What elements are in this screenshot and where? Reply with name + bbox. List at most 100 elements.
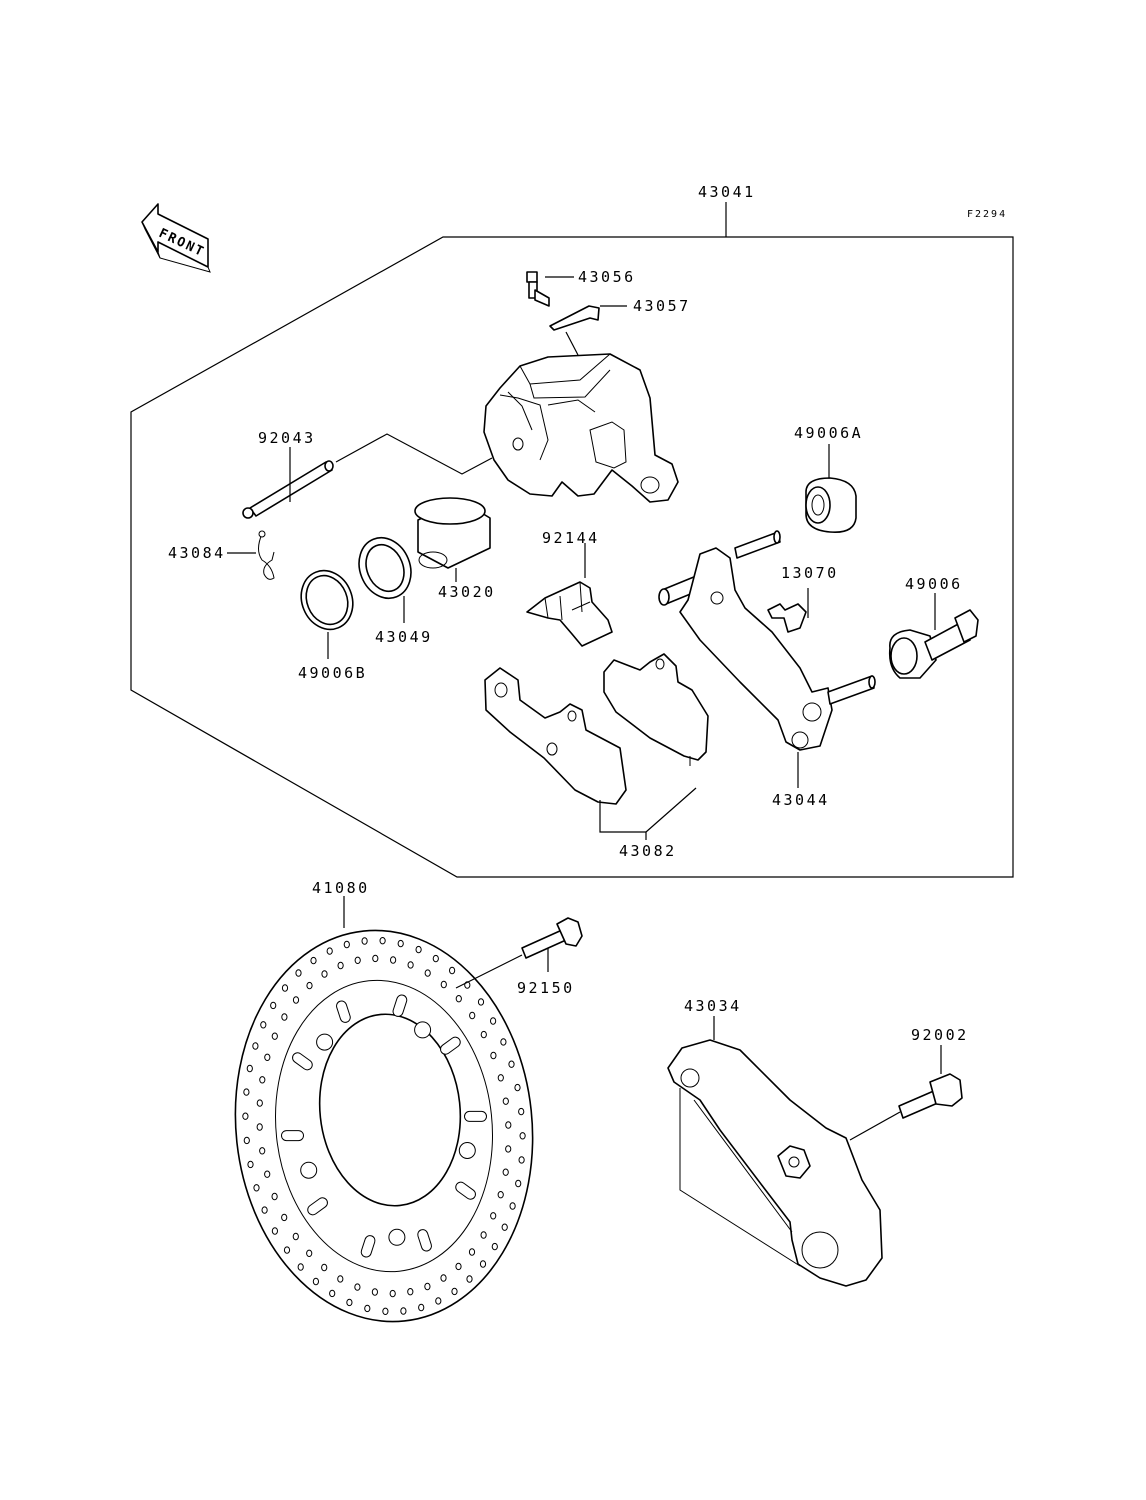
front-arrow-icon: FRONT: [141, 203, 211, 273]
disc-slot: [292, 1052, 313, 1071]
disc-vent-hole: [292, 1232, 299, 1241]
disc-vent-hole: [480, 1030, 487, 1039]
disc-vent-hole: [508, 1060, 515, 1068]
disc-vent-hole: [451, 1287, 458, 1296]
disc-vent-hole: [346, 1298, 353, 1307]
disc-vent-hole: [424, 1282, 431, 1291]
disc-vent-hole: [501, 1223, 508, 1231]
disc-vent-hole: [514, 1083, 521, 1092]
disc-bolt-hole: [414, 1021, 432, 1039]
label-caliper-assembly: 43041: [698, 183, 756, 201]
boot: [888, 609, 979, 679]
disc-vent-hole: [371, 1288, 378, 1296]
disc-vent-hole: [435, 1297, 442, 1305]
label-piston: 43020: [438, 583, 496, 601]
label-boot: 49006: [905, 575, 963, 593]
disc-vent-hole: [418, 1303, 425, 1312]
bleeder-valve: [526, 271, 550, 307]
disc-vent-hole: [337, 961, 344, 970]
disc-vent-hole: [415, 945, 422, 954]
disc-vent-hole: [243, 1088, 250, 1096]
piston-seal: [358, 536, 412, 600]
disc-vent-hole: [295, 969, 302, 977]
disc-slot: [307, 1197, 328, 1216]
disc-vent-hole: [306, 1249, 313, 1258]
label-pad-set: 43082: [619, 842, 677, 860]
disc-vent-hole: [326, 947, 333, 955]
disc-vent-hole: [491, 1242, 498, 1251]
disc-vent-hole: [321, 970, 328, 978]
disc-vent-hole: [259, 1076, 266, 1084]
boot-a: [805, 477, 857, 534]
pad-pin: [242, 460, 334, 519]
disc-vent-hole: [449, 966, 456, 975]
label-disc-bolt: 92150: [517, 979, 575, 997]
disc-slot: [360, 1235, 376, 1258]
figure-code: F2294: [967, 209, 1007, 220]
label-caliper-holder: 43044: [772, 791, 830, 809]
label-caliper-bracket: 43034: [684, 997, 742, 1015]
disc-vent-hole: [440, 980, 447, 989]
disc-vent-hole: [297, 1263, 304, 1271]
label-bracket-bolt: 92002: [911, 1026, 969, 1044]
disc-vent-hole: [407, 1288, 414, 1296]
disc-vent-hole: [479, 1260, 487, 1268]
bracket-bolt: [898, 1073, 963, 1119]
disc-vent-hole: [505, 1121, 512, 1129]
disc-bolt-hole: [316, 1033, 334, 1051]
disc-vent-hole: [400, 1307, 407, 1315]
disc-slot: [417, 1229, 432, 1252]
label-bleeder-cap: 43057: [633, 297, 691, 315]
disc-vent-hole: [271, 1227, 278, 1235]
label-pad-holder-spring: 13070: [781, 564, 839, 582]
disc-slot: [464, 1110, 487, 1122]
disc-vent-hole: [256, 1123, 263, 1131]
disc-vent-hole: [379, 937, 386, 945]
piston: [414, 497, 491, 569]
disc-vent-hole: [455, 1262, 462, 1271]
disc-vent-hole: [469, 1011, 476, 1020]
disc-vent-hole: [518, 1156, 525, 1164]
disc-vent-hole: [264, 1053, 271, 1062]
caliper-body: [483, 331, 679, 503]
disc-vent-hole: [497, 1074, 504, 1082]
disc-vent-hole: [261, 1206, 268, 1214]
disc-vent-hole: [243, 1136, 250, 1145]
disc-vent-hole: [270, 1001, 277, 1010]
disc-vent-hole: [497, 1191, 504, 1199]
disc-vent-hole: [343, 940, 350, 949]
disc-bolt-hole: [388, 1228, 406, 1246]
caliper-bracket: [667, 1039, 883, 1287]
pad-holder-spring: [767, 603, 807, 633]
brake-pad-inner: [603, 653, 709, 766]
disc-vent-hole: [509, 1202, 516, 1210]
label-pin-clip: 43084: [168, 544, 226, 562]
caliper-holder: [658, 530, 876, 751]
disc-vent-hole: [515, 1179, 522, 1188]
dust-seal: [300, 569, 354, 631]
disc-vent-hole: [519, 1132, 526, 1140]
disc-vent-hole: [389, 1289, 396, 1298]
disc-slot: [440, 1036, 461, 1055]
label-pad-pin: 92043: [258, 429, 316, 447]
disc-vent-hole: [382, 1307, 389, 1316]
disc-vent-hole: [468, 1248, 476, 1256]
disc-vent-hole: [397, 939, 404, 948]
disc-vent-hole: [242, 1112, 249, 1120]
disc-vent-hole: [321, 1263, 328, 1272]
disc-vent-hole: [310, 956, 317, 965]
disc-vent-hole: [390, 956, 397, 964]
disc-vent-hole: [477, 998, 485, 1006]
disc-bolt: [521, 917, 583, 959]
disc-vent-hole: [505, 1145, 512, 1153]
disc-vent-hole: [407, 961, 414, 969]
disc-vent-hole: [252, 1042, 259, 1050]
disc-vent-hole: [281, 984, 289, 992]
disc-vent-hole: [246, 1064, 253, 1073]
disc-slot: [392, 994, 408, 1017]
pad-spring: [526, 581, 613, 647]
label-disc: 41080: [312, 879, 370, 897]
disc-vent-hole: [264, 1170, 271, 1178]
disc-vent-hole: [440, 1274, 447, 1282]
